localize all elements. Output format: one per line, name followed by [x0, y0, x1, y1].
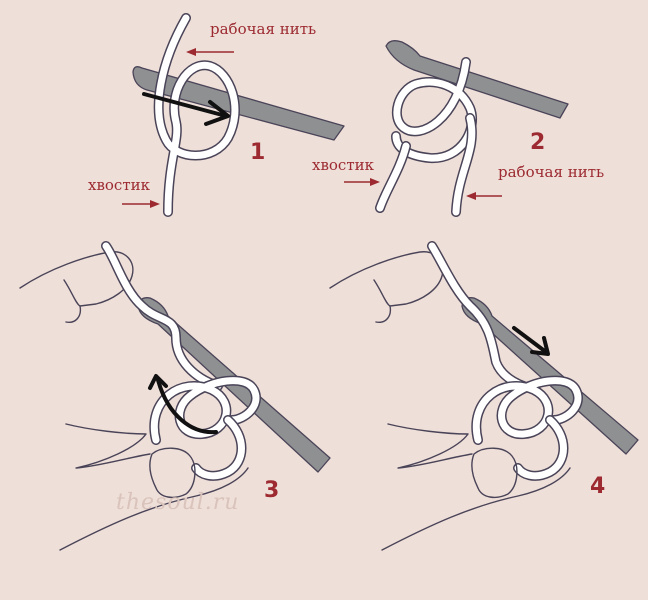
step-3-illustration	[19, 241, 331, 551]
step-1-illustration	[122, 13, 345, 217]
step-number-1: 1	[250, 140, 266, 165]
step-2-illustration	[344, 40, 569, 217]
thumb-4	[387, 423, 473, 469]
watermark: thesoul.ru	[116, 490, 240, 515]
hand-outline-4	[381, 467, 571, 551]
pointer-tail-2	[344, 178, 380, 186]
step-number-3: 3	[264, 478, 280, 503]
yarn-4	[427, 241, 583, 481]
pointer-working-yarn-2	[466, 192, 502, 200]
pointer-working-yarn-1	[186, 48, 234, 56]
yarn-2	[375, 57, 477, 217]
crochet-hook-2	[385, 40, 569, 119]
direction-arrow-1	[142, 92, 230, 126]
working-yarn-label-2: рабочая нить	[498, 163, 605, 181]
yarn-1	[153, 13, 240, 217]
thumb-3	[65, 423, 151, 469]
direction-arrow-4	[512, 326, 550, 356]
hand-outline-3	[59, 467, 249, 551]
index-finger-3	[19, 251, 134, 323]
working-yarn-label-1: рабочая нить	[210, 20, 317, 38]
step-number-4: 4	[590, 474, 606, 499]
rotation-arrow-3	[148, 374, 218, 435]
pointer-tail-1	[122, 200, 160, 208]
step-number-2: 2	[530, 130, 546, 155]
step-4-illustration	[329, 241, 639, 551]
index-finger-4	[329, 251, 444, 323]
tail-label-2: хвостик	[312, 156, 375, 174]
tail-label-1: хвостик	[88, 176, 151, 194]
yarn-3	[101, 241, 261, 481]
